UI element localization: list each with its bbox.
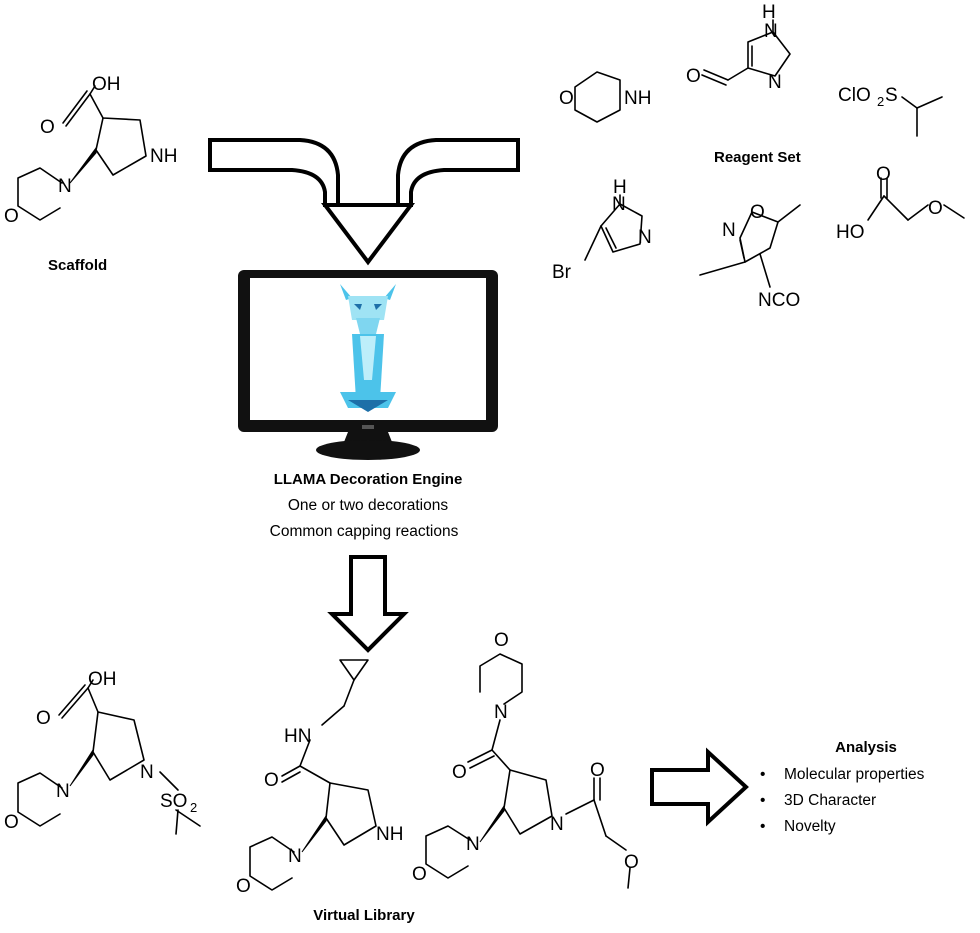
reagent-imidazole-n1: N	[764, 21, 778, 42]
compound3-morpholine-o: O	[412, 864, 427, 885]
scaffold-oh-label: OH	[92, 74, 121, 95]
compound2-morpholine-n: N	[288, 846, 302, 867]
reagent-clo2s-s: S	[885, 85, 898, 106]
scaffold-structure	[17, 85, 147, 221]
library-compound-morpholine-amide	[425, 653, 631, 889]
compound2-hn: HN	[284, 726, 311, 747]
compound2-morpholine-o: O	[236, 876, 251, 897]
analysis-item-3: Novelty	[784, 818, 836, 835]
virtual-library-label: Virtual Library	[313, 907, 415, 924]
scaffold-nh-label: NH	[150, 146, 177, 167]
reagent-morpholine-o: O	[559, 88, 574, 109]
scaffold-n-label: N	[58, 176, 72, 197]
analysis-bullet-2: •	[760, 792, 765, 809]
reagent-clo2s-sub: 2	[877, 94, 884, 109]
analysis-bullet-3: •	[760, 818, 765, 835]
reagent-set-label: Reagent Set	[714, 149, 801, 166]
reagent-methoxyacetic-acid	[867, 177, 965, 221]
reagent-sulfonyl-chloride	[901, 96, 943, 137]
reagent-bromopyrazole	[584, 194, 643, 261]
analysis-item-2: 3D Character	[784, 792, 876, 809]
reagent-isoxazole-o: O	[750, 202, 765, 223]
engine-line2: Common capping reactions	[270, 523, 459, 540]
library-compound-sulfonamide	[17, 679, 201, 835]
engine-line1: One or two decorations	[288, 497, 449, 514]
compound3-morpholine-o-top: O	[494, 630, 509, 651]
reagent-imidazole-aldehyde	[701, 19, 791, 86]
reagent-imidazole-n3: N	[768, 72, 782, 93]
llama-logo	[340, 284, 396, 412]
compound3-ether-o: O	[624, 852, 639, 873]
analysis-bullet-1: •	[760, 766, 765, 783]
analysis-label: Analysis	[835, 739, 897, 756]
reagent-imidazole-o: O	[686, 66, 701, 87]
reagent-clo2s-label: ClO	[838, 85, 871, 106]
compound1-oh: OH	[88, 669, 117, 690]
reagent-acid-ho: HO	[836, 222, 865, 243]
reagent-morpholine-nh: NH	[624, 88, 651, 109]
down-arrow	[327, 555, 409, 653]
reagent-morpholine	[574, 71, 621, 123]
compound3-keto-o: O	[590, 760, 605, 781]
compound3-morpholine-n: N	[466, 834, 480, 855]
compound1-morpholine-n: N	[56, 781, 70, 802]
compound1-n: N	[140, 762, 154, 783]
reagent-pyrazole-h: H	[613, 177, 627, 198]
merge-arrow	[208, 138, 520, 266]
compound1-o: O	[36, 708, 51, 729]
engine-title: LLAMA Decoration Engine	[274, 471, 463, 488]
analysis-item-1: Molecular properties	[784, 766, 925, 783]
compound3-o: O	[452, 762, 467, 783]
right-arrow	[650, 747, 749, 827]
reagent-isoxazole-nco: NCO	[758, 290, 800, 311]
reagent-pyrazole-n2: N	[638, 227, 652, 248]
scaffold-o-label: O	[40, 117, 55, 138]
compound2-o: O	[264, 770, 279, 791]
compound1-so2: SO	[160, 791, 187, 812]
compound3-amide-n: N	[494, 702, 508, 723]
reagent-pyrazole-br: Br	[552, 262, 572, 283]
reagent-acid-o: O	[876, 164, 891, 185]
reagent-isoxazole-n: N	[722, 220, 736, 241]
scaffold-morpholine-o-label: O	[4, 206, 19, 227]
reagent-imidazole-h: H	[762, 2, 776, 23]
compound3-n: N	[550, 814, 564, 835]
reagent-pyrazole-n1: N	[612, 194, 626, 215]
library-compound-cyclopropylamide	[249, 659, 377, 891]
scaffold-label: Scaffold	[48, 257, 107, 274]
compound1-morpholine-o: O	[4, 812, 19, 833]
compound1-so2-sub: 2	[190, 800, 197, 815]
reagent-acid-ether-o: O	[928, 198, 943, 219]
reagent-isoxazole-isocyanate	[699, 204, 801, 288]
compound2-nh: NH	[376, 824, 403, 845]
